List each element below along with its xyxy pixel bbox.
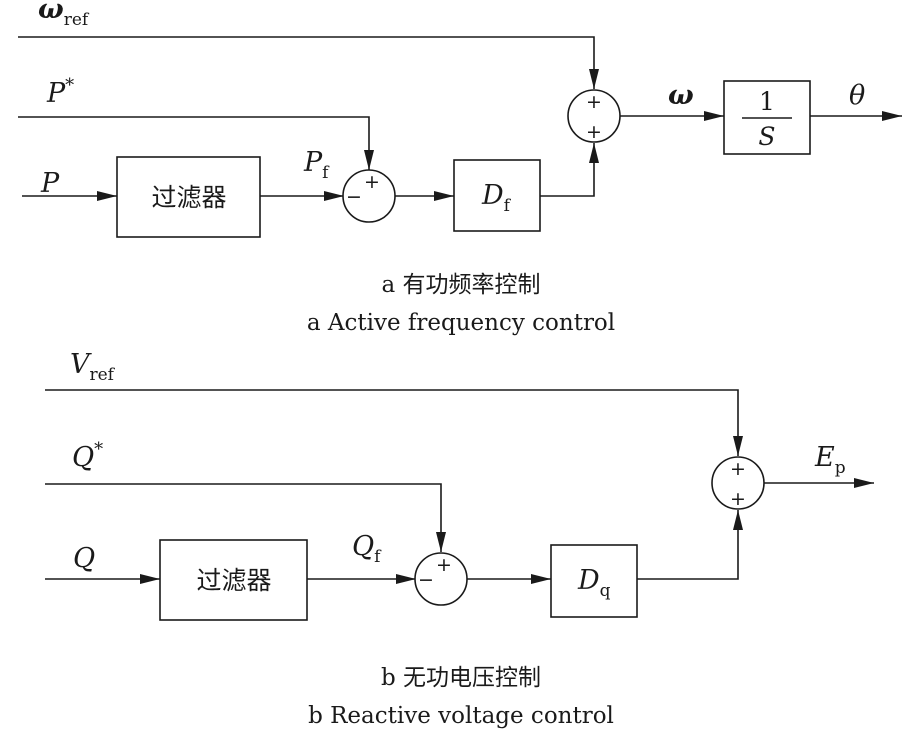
junction-a2-plus-top: + xyxy=(586,91,602,113)
caption-b-chinese: b 无功电压控制 xyxy=(381,665,541,691)
filter-label-b: 过滤器 xyxy=(196,566,271,595)
omega-ref-label: ωref xyxy=(38,0,90,30)
q-star-signal-line xyxy=(45,483,446,552)
junction-a1-minus-sign: − xyxy=(346,186,362,208)
junction-b1-plus-sign: + xyxy=(436,554,452,576)
omega-ref-signal-line xyxy=(18,36,599,89)
gain-block-df xyxy=(453,159,541,232)
q-label: Q xyxy=(73,543,95,574)
junction-b2-plus-bottom: + xyxy=(730,488,746,510)
junction-b2-plus-top: + xyxy=(730,458,746,480)
integrator-numerator: 1 xyxy=(759,87,775,116)
caption-a-english: a Active frequency control xyxy=(307,310,615,336)
v-ref-label: Vref xyxy=(70,349,116,385)
caption-b-english: b Reactive voltage control xyxy=(308,703,614,729)
filter-label-a: 过滤器 xyxy=(151,183,226,212)
junction-a1-plus-sign: + xyxy=(364,171,380,193)
filter-block-a xyxy=(116,156,261,238)
junction-a2-plus-bottom: + xyxy=(586,121,602,143)
theta-label: θ xyxy=(849,80,865,111)
filter-block-b xyxy=(159,539,308,621)
pf-label: Pf xyxy=(303,147,330,183)
diagram-b-reactive-voltage-control: Vref Q* Q 过滤器 Qf + − Dq + + Ep b 无功电压控制 xyxy=(45,349,874,729)
dq-output-line xyxy=(637,510,743,580)
p-label: P xyxy=(40,168,60,199)
junction-b1-minus-sign: − xyxy=(418,569,434,591)
diagram-a-active-frequency-control: ωref P* P 过滤器 Pf + − Df + + ω 1 xyxy=(18,0,902,336)
q-star-label: Q* xyxy=(72,439,103,473)
p-star-label: P* xyxy=(46,75,74,109)
ep-label: Ep xyxy=(814,442,846,478)
gain-block-dq xyxy=(550,544,638,618)
v-ref-signal-line xyxy=(45,389,743,456)
gain-df-label: Df xyxy=(481,180,512,216)
omega-label: ω xyxy=(668,80,694,111)
df-output-line xyxy=(540,143,599,197)
gain-dq-label: Dq xyxy=(577,565,611,601)
caption-a-chinese: a 有功频率控制 xyxy=(381,272,540,298)
p-star-signal-line xyxy=(18,116,374,170)
qf-label: Qf xyxy=(352,531,382,567)
integrator-denominator: S xyxy=(758,122,775,151)
